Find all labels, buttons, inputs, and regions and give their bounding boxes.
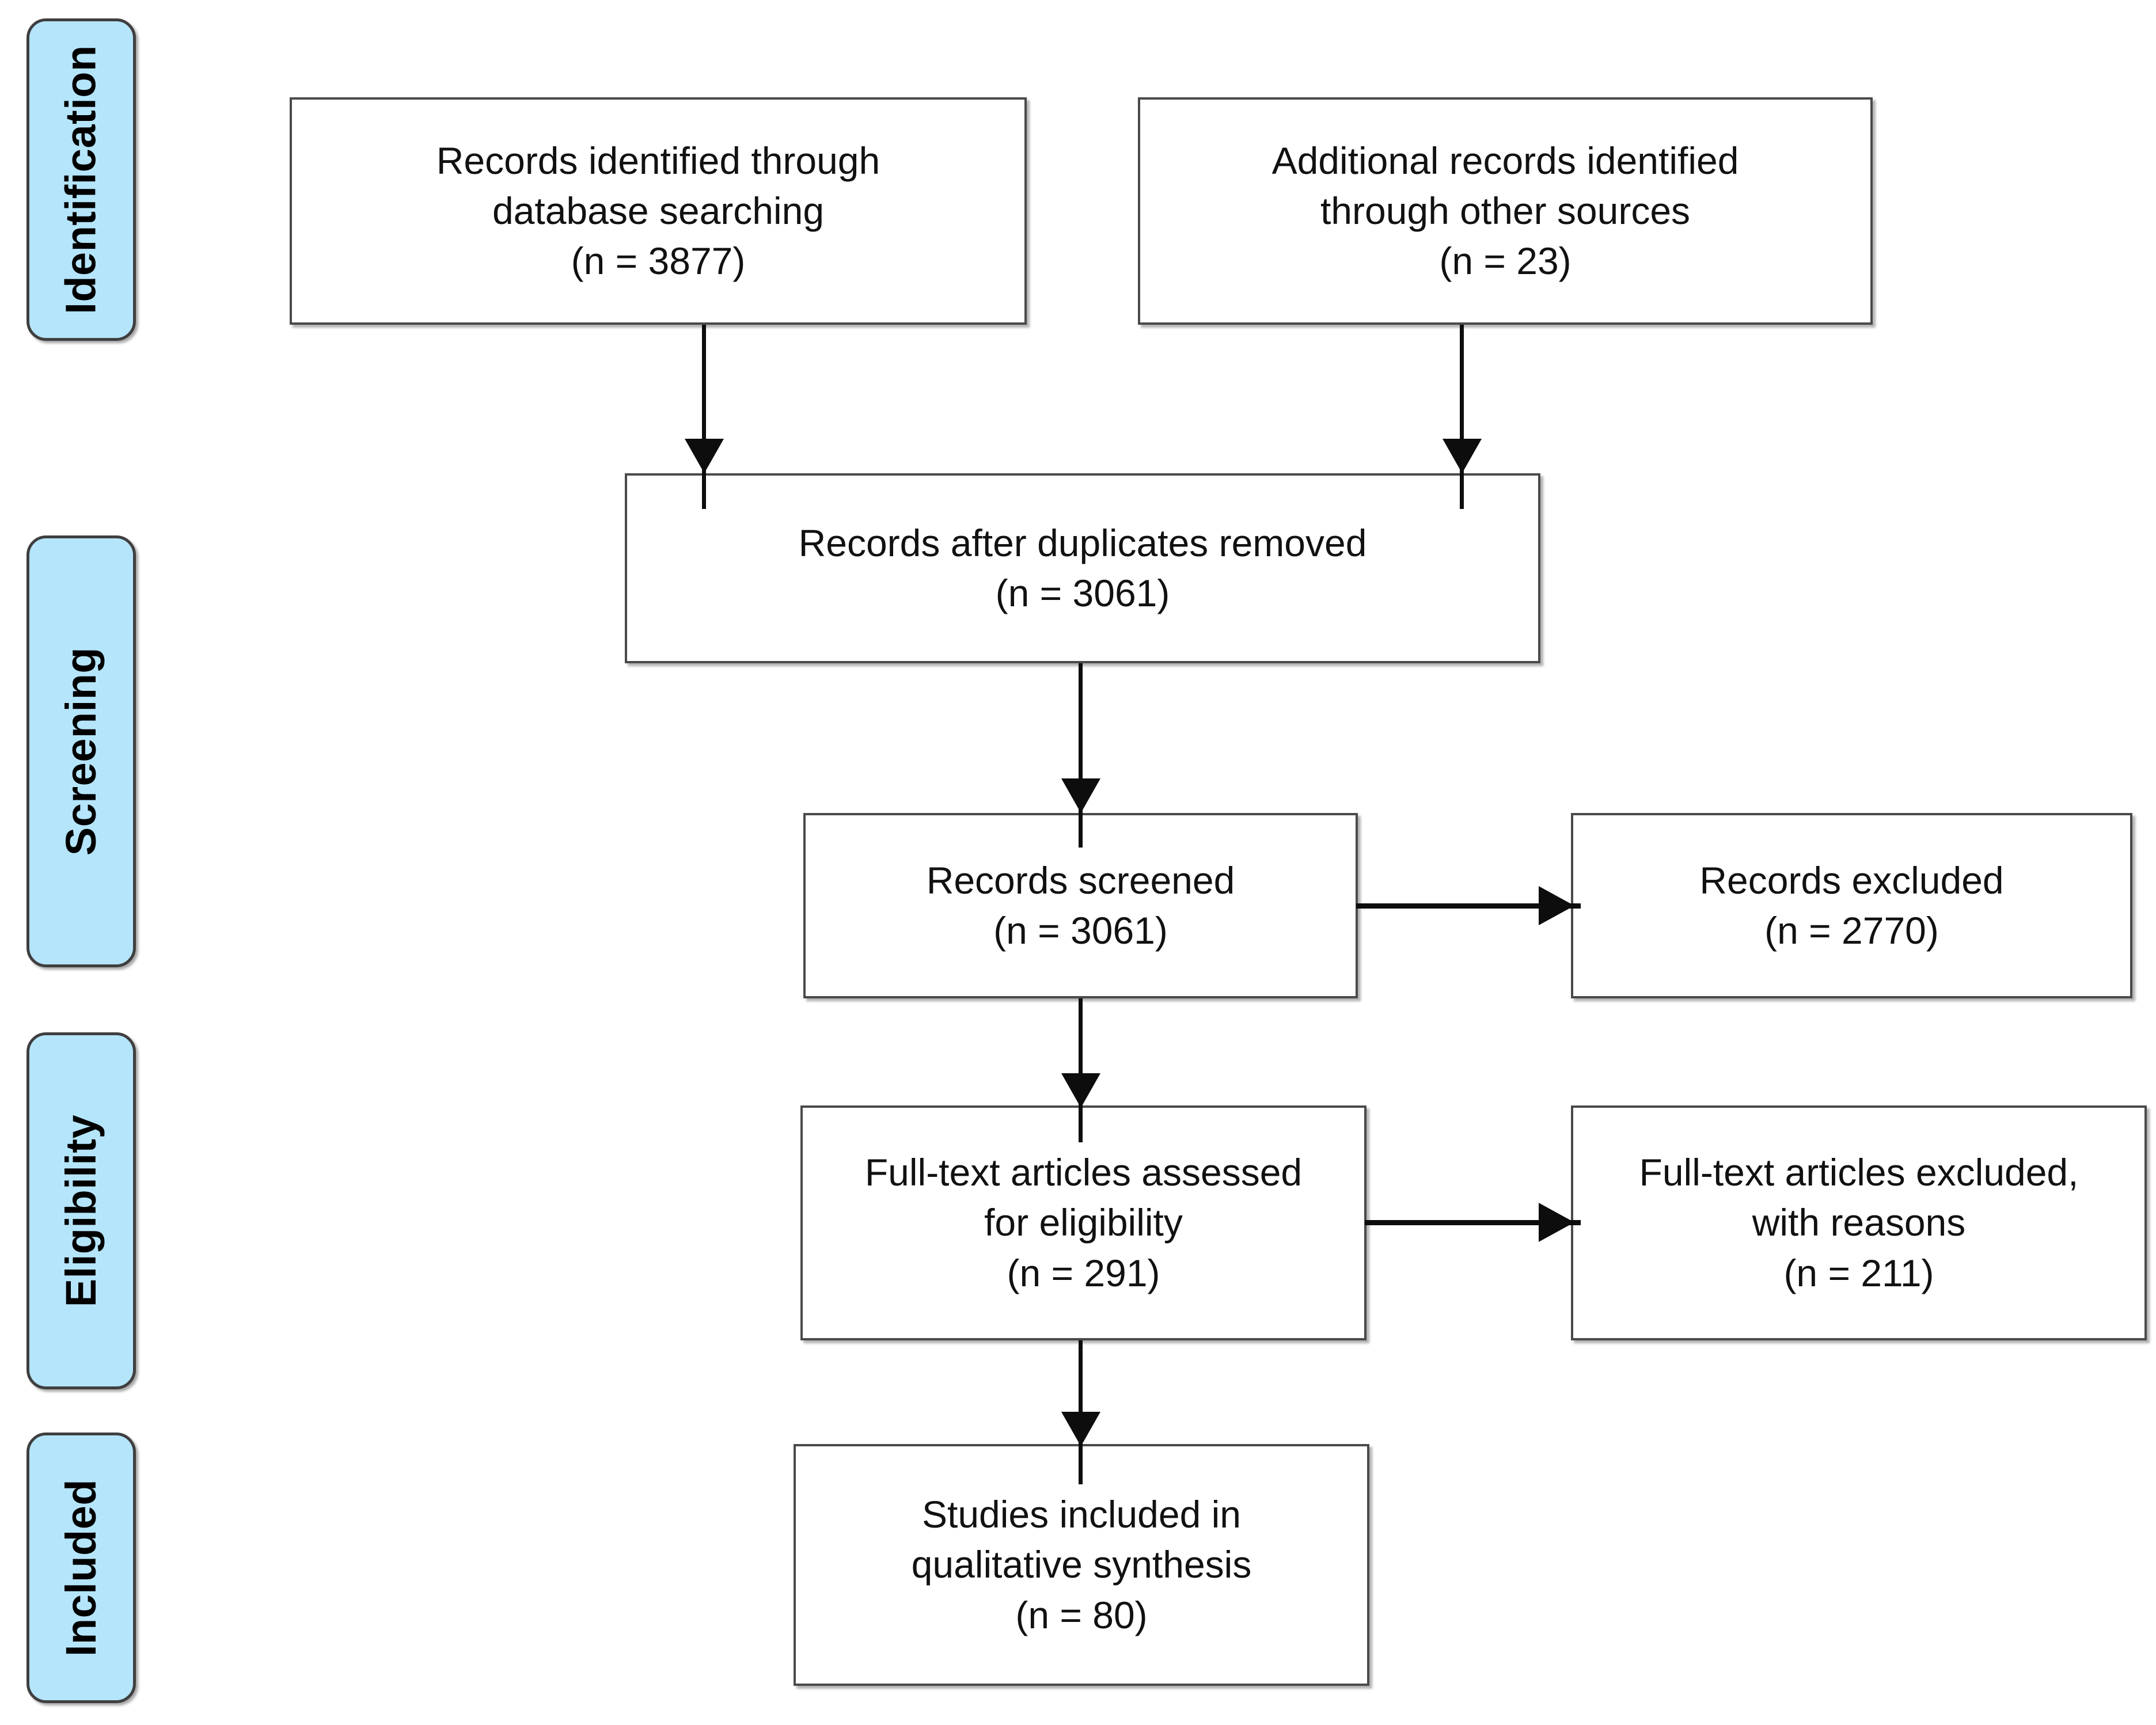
connector-db-search-to-dedup — [702, 325, 706, 509]
phase-label-identification: Identification — [26, 18, 136, 341]
phase-label-eligibility: Eligibility — [26, 1032, 136, 1389]
arrow-right-icon — [1539, 886, 1574, 925]
arrow-down-icon — [1443, 439, 1482, 473]
box-line-1: Records screened — [926, 858, 1235, 902]
box-line-2: qualitative synthesis — [911, 1543, 1252, 1586]
box-line-1: Records identified through — [436, 139, 880, 182]
box-line-1: Studies included in — [921, 1493, 1242, 1536]
phase-label-text: Included — [57, 1479, 105, 1657]
box-count: (n = 3061) — [995, 572, 1170, 614]
box-records-identified-database: Records identified through database sear… — [290, 97, 1027, 325]
phase-label-included: Included — [26, 1433, 136, 1703]
box-line-2: database searching — [492, 189, 825, 232]
phase-label-text: Eligibility — [57, 1114, 105, 1308]
box-count: (n = 3061) — [993, 909, 1168, 952]
arrow-down-icon — [1061, 1412, 1100, 1446]
phase-label-text: Screening — [57, 647, 105, 856]
connector-other-sources-to-dedup — [1460, 325, 1464, 509]
box-records-after-duplicates-removed: Records after duplicates removed (n = 30… — [625, 473, 1540, 663]
box-line-1: Records after duplicates removed — [798, 521, 1367, 564]
box-count: (n = 211) — [1783, 1251, 1934, 1294]
box-additional-records-other-sources: Additional records identified through ot… — [1138, 97, 1873, 325]
box-count: (n = 3877) — [571, 240, 746, 283]
phase-label-screening: Screening — [26, 535, 136, 967]
box-count: (n = 80) — [1015, 1593, 1148, 1636]
box-line-1: Full-text articles assessed — [864, 1151, 1303, 1194]
box-line-1: Full-text articles excluded, — [1639, 1151, 2079, 1194]
arrow-down-icon — [1061, 778, 1100, 813]
arrow-right-icon — [1539, 1203, 1574, 1242]
box-records-excluded: Records excluded (n = 2770) — [1571, 813, 2132, 998]
box-line-1: Additional records identified — [1271, 139, 1739, 182]
phase-label-text: Identification — [57, 45, 105, 314]
connector-dedup-to-screened — [1079, 663, 1083, 848]
connector-fulltext-to-fulltext-excluded — [1365, 1220, 1581, 1225]
box-line-2: with reasons — [1752, 1201, 1966, 1244]
box-count: (n = 2770) — [1764, 909, 1939, 952]
box-line-2: through other sources — [1320, 189, 1691, 232]
box-fulltext-articles-excluded: Full-text articles excluded, with reason… — [1571, 1105, 2147, 1340]
box-line-1: Records excluded — [1699, 858, 2004, 902]
arrow-down-icon — [685, 439, 724, 473]
connector-screened-to-records-excluded — [1356, 903, 1581, 909]
box-fulltext-articles-assessed: Full-text articles assessed for eligibil… — [800, 1105, 1367, 1340]
connector-screened-to-fulltext — [1079, 998, 1083, 1142]
box-line-2: for eligibility — [984, 1201, 1183, 1244]
box-count: (n = 23) — [1439, 240, 1572, 283]
arrow-down-icon — [1061, 1073, 1100, 1108]
box-count: (n = 291) — [1007, 1251, 1160, 1294]
